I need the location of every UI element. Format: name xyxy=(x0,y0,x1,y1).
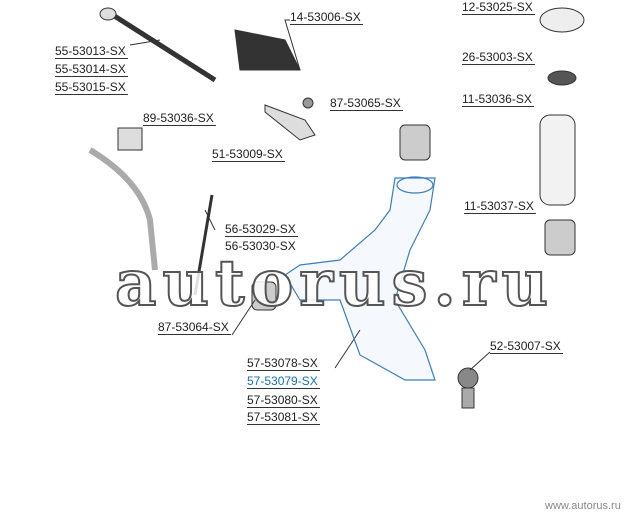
tie-rod-part xyxy=(99,7,217,83)
part-label[interactable]: 55-53015-SX xyxy=(55,80,128,95)
bushing-part xyxy=(399,124,431,161)
watermark: autorus.ru xyxy=(114,246,555,321)
part-label[interactable]: 89-53036-SX xyxy=(143,111,216,126)
part-label[interactable]: 12-53025-SX xyxy=(462,0,535,15)
part-label[interactable]: 55-53013-SX xyxy=(55,44,128,59)
stabilizer-link-part xyxy=(193,194,214,296)
part-label[interactable]: 11-53036-SX xyxy=(462,92,534,107)
part-label[interactable]: 52-53007-SX xyxy=(490,339,563,354)
part-label[interactable]: 57-53080-SX xyxy=(247,393,320,408)
bump-stop-part xyxy=(539,114,576,206)
stab-bushing-part xyxy=(117,127,143,151)
part-label[interactable]: 51-53009-SX xyxy=(212,147,285,162)
control-arm-part xyxy=(284,176,436,381)
ball-joint-part xyxy=(457,367,479,409)
stabilizer-bar-part xyxy=(88,147,158,271)
part-label[interactable]: 26-53003-SX xyxy=(462,50,535,65)
bushing-2-part xyxy=(544,219,576,256)
footer-url: www.autorus.ru xyxy=(545,500,621,512)
bearing-part xyxy=(547,70,577,86)
strut-mount-part xyxy=(539,7,585,33)
bushing-3-part xyxy=(251,281,277,311)
tie-rod-end-part xyxy=(264,97,316,141)
part-label[interactable]: 11-53037-SX xyxy=(464,199,536,214)
part-label[interactable]: 87-53065-SX xyxy=(330,96,403,111)
part-label[interactable]: 56-53029-SX xyxy=(225,222,298,237)
part-label[interactable]: 57-53081-SX xyxy=(247,410,320,425)
part-label[interactable]: 87-53064-SX xyxy=(158,320,231,335)
part-label-highlighted[interactable]: 57-53079-SX xyxy=(247,374,320,389)
part-label[interactable]: 57-53078-SX xyxy=(247,356,320,371)
part-label[interactable]: 56-53030-SX xyxy=(225,239,296,253)
part-label[interactable]: 55-53014-SX xyxy=(55,62,128,77)
part-label[interactable]: 14-53006-SX xyxy=(290,10,363,25)
